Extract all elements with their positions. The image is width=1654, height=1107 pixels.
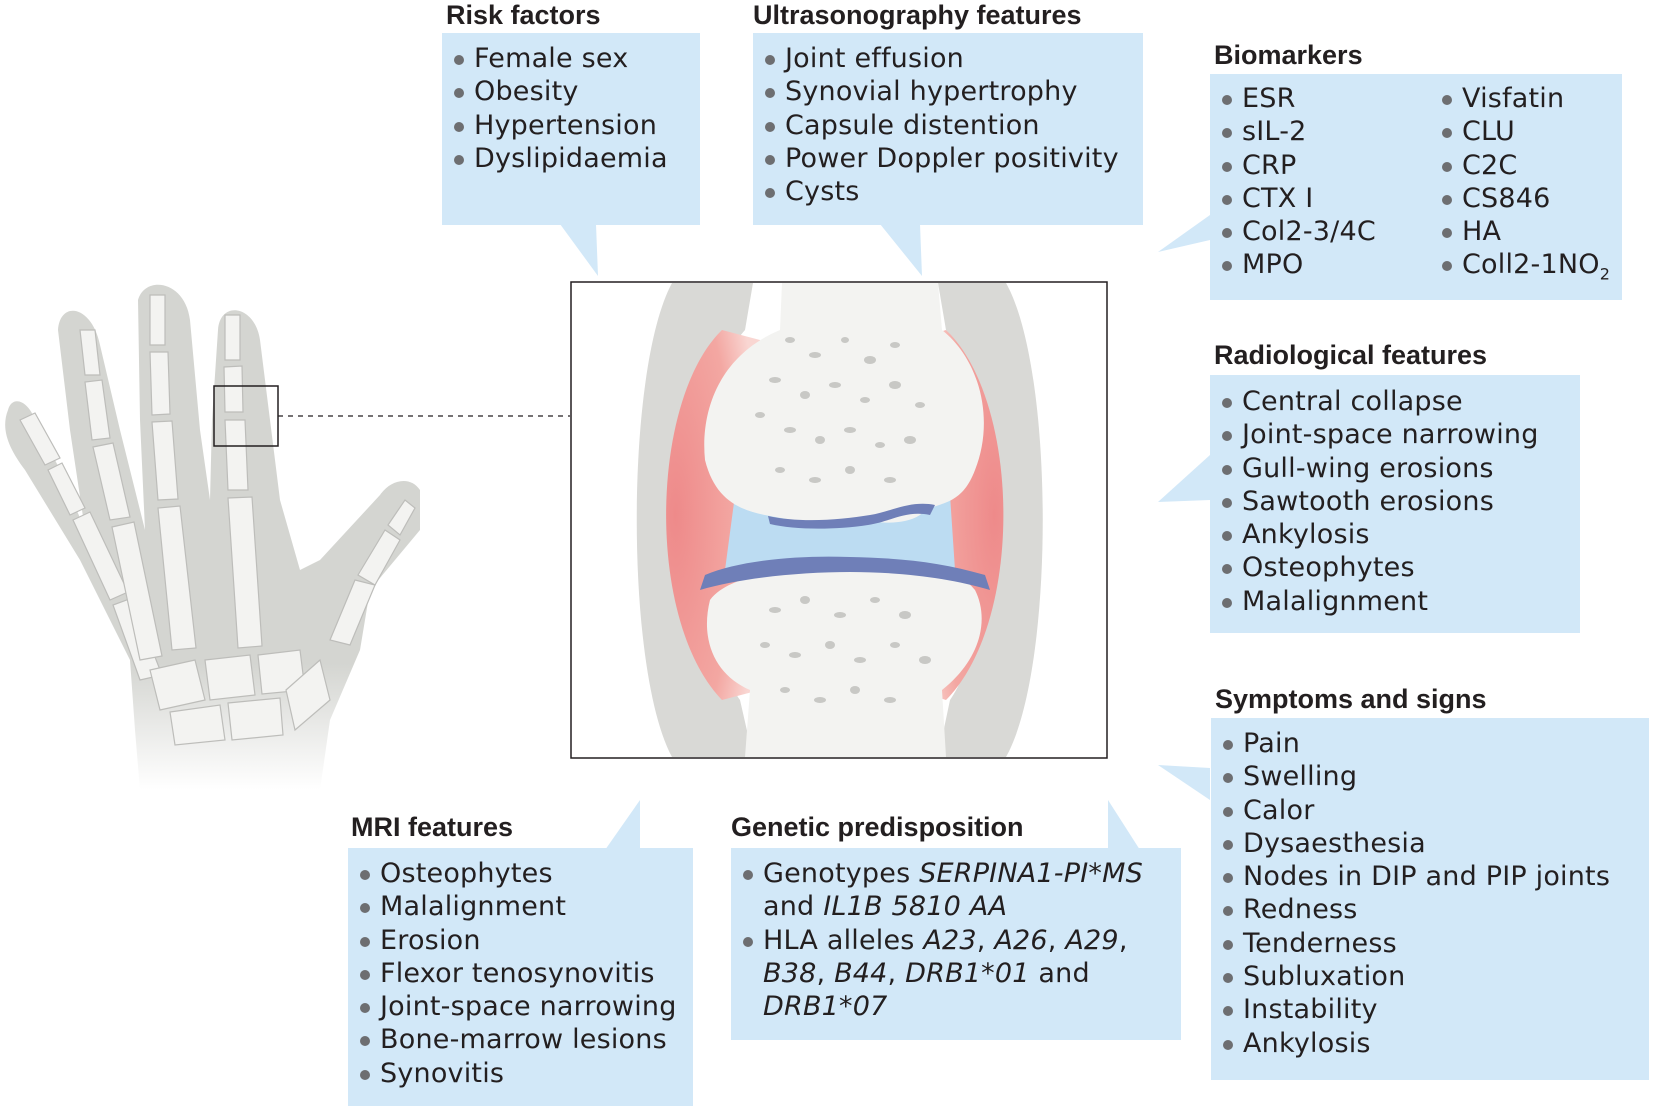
list-item: C2C — [1430, 149, 1610, 182]
allele-drb1-01: DRB1*01 — [905, 957, 1030, 989]
list-item: Instability — [1211, 993, 1649, 1026]
genetic-tail — [1108, 800, 1140, 850]
list-item: Capsule distention — [753, 109, 1143, 142]
list-item: Hypertension — [442, 109, 700, 142]
hand-bones — [19, 294, 416, 746]
allele-a29: A29 — [1065, 924, 1119, 956]
coll2-label: Coll2-1NO — [1462, 249, 1600, 281]
risk-factors-tail — [560, 224, 598, 276]
alleles-and: and — [1029, 957, 1090, 989]
il1b-genotype: IL1B 5810 AA — [823, 891, 1008, 923]
subscript-2: 2 — [1599, 264, 1611, 284]
genetic-title: Genetic predisposition — [731, 812, 1024, 842]
lower-cartilage — [700, 556, 990, 590]
mri-box: Osteophytes Malalignment Erosion Flexor … — [348, 848, 693, 1106]
joint-closeup — [570, 281, 1108, 759]
mri-tail — [605, 800, 640, 850]
list-item: Flexor tenosynovitis — [348, 957, 693, 990]
biomarkers-title: Biomarkers — [1214, 40, 1363, 70]
radiological-title: Radiological features — [1214, 340, 1488, 370]
risk-factors-title: Risk factors — [446, 0, 601, 30]
list-item: sIL-2 — [1210, 115, 1376, 148]
callout-tails — [560, 215, 1210, 850]
list-item: Sawtooth erosions — [1210, 485, 1580, 518]
separator: , — [1047, 924, 1066, 956]
list-item: Col2-3/4C — [1210, 215, 1376, 248]
list-item: Ankylosis — [1210, 518, 1580, 551]
list-item: Female sex — [442, 42, 700, 75]
allele-b44: B44 — [834, 957, 888, 989]
list-item: HLA alleles A23, A26, A29,B38, B44, DRB1… — [731, 924, 1181, 1024]
list-item: CLU — [1430, 115, 1610, 148]
separator: , — [1118, 924, 1128, 956]
list-item: Joint effusion — [753, 42, 1143, 75]
list-item: Bone-marrow lesions — [348, 1023, 693, 1056]
ultrasonography-tail — [880, 224, 922, 276]
list-item: Gull-wing erosions — [1210, 452, 1580, 485]
list-item: Joint-space narrowing — [348, 990, 693, 1023]
list-item: Ankylosis — [1211, 1027, 1649, 1060]
hand-illustration — [5, 284, 570, 790]
list-item: Redness — [1211, 893, 1649, 926]
list-item: Dyslipidaemia — [442, 142, 700, 175]
list-item: Malalignment — [348, 890, 693, 923]
risk-factors-box: Female sex Obesity Hypertension Dyslipid… — [442, 33, 700, 225]
symptoms-box: Pain Swelling Calor Dysaesthesia Nodes i… — [1211, 718, 1649, 1080]
list-item: Synovitis — [348, 1057, 693, 1090]
list-item: Visfatin — [1430, 82, 1610, 115]
list-item: Swelling — [1211, 760, 1649, 793]
list-item: Subluxation — [1211, 960, 1649, 993]
list-item: Malalignment — [1210, 585, 1580, 618]
list-item: Tenderness — [1211, 927, 1649, 960]
list-item: Obesity — [442, 75, 700, 108]
genotypes-and: and — [763, 891, 824, 923]
list-item: MPO — [1210, 248, 1376, 281]
list-item: Power Doppler positivity — [753, 142, 1143, 175]
list-item: Coll2-1NO2 — [1430, 248, 1610, 291]
list-item: Nodes in DIP and PIP joints — [1211, 860, 1649, 893]
list-item: Cysts — [753, 175, 1143, 208]
ultrasonography-box: Joint effusion Synovial hypertrophy Caps… — [753, 33, 1143, 225]
list-item: Calor — [1211, 794, 1649, 827]
biomarkers-tail — [1158, 215, 1210, 252]
genotypes-prefix: Genotypes — [763, 858, 920, 889]
joint-capsule — [636, 283, 1043, 757]
list-item: HA — [1430, 215, 1610, 248]
radiological-tail — [1158, 455, 1210, 502]
radiological-box: Central collapse Joint-space narrowing G… — [1210, 375, 1580, 633]
trabecular-pattern — [755, 337, 931, 703]
list-item: CS846 — [1430, 182, 1610, 215]
list-item: ESR — [1210, 82, 1376, 115]
allele-b38: B38 — [763, 957, 817, 989]
genetic-box: Genotypes SERPINA1-PI*MS and IL1B 5810 AA… — [731, 848, 1181, 1040]
allele-a23: A23 — [923, 924, 977, 956]
separator: , — [887, 957, 906, 989]
symptoms-title: Symptoms and signs — [1215, 684, 1487, 714]
allele-drb1-07: DRB1*07 — [763, 991, 888, 1023]
serpina1-genotype: SERPINA1-PI*MS — [919, 858, 1143, 889]
upper-cartilage — [768, 503, 935, 529]
symptoms-tail — [1158, 765, 1210, 800]
biomarkers-box: ESR sIL-2 CRP CTX I Col2-3/4C MPO Visfat… — [1210, 74, 1622, 300]
list-item: Genotypes SERPINA1-PI*MS and IL1B 5810 AA — [731, 857, 1181, 924]
list-item: Joint-space narrowing — [1210, 418, 1580, 451]
list-item: Erosion — [348, 924, 693, 957]
list-item: Dysaesthesia — [1211, 827, 1649, 860]
hla-prefix: HLA alleles — [763, 924, 924, 956]
list-item: Central collapse — [1210, 385, 1580, 418]
list-item: Osteophytes — [348, 857, 693, 890]
ultrasonography-title: Ultrasonography features — [753, 0, 1082, 30]
lower-bone — [706, 563, 982, 757]
list-item: CRP — [1210, 149, 1376, 182]
list-item: Synovial hypertrophy — [753, 75, 1143, 108]
allele-a26: A26 — [994, 924, 1048, 956]
list-item: Pain — [1211, 727, 1649, 760]
upper-bone — [704, 283, 984, 523]
list-item: CTX I — [1210, 182, 1376, 215]
list-item: Osteophytes — [1210, 551, 1580, 584]
separator: , — [816, 957, 835, 989]
mri-title: MRI features — [351, 812, 514, 842]
separator: , — [976, 924, 995, 956]
